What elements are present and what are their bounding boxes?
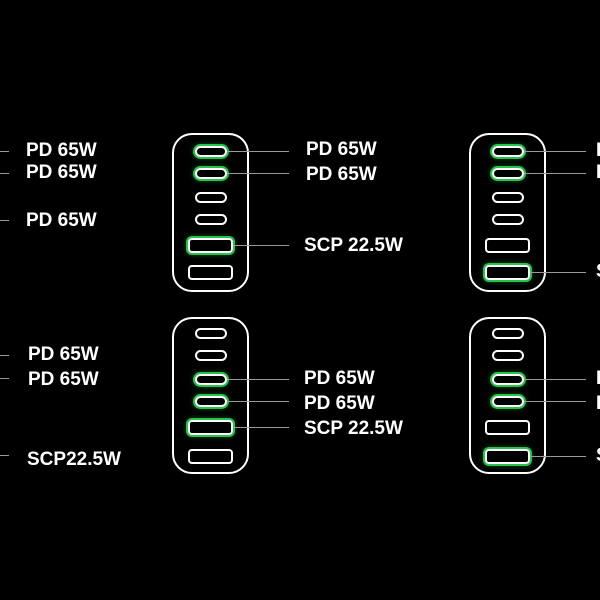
leader-line	[227, 379, 289, 380]
port-label: PD 65W	[304, 368, 375, 389]
usb-c-port-icon	[195, 328, 227, 339]
usb-c-port-icon	[492, 214, 524, 225]
charger-bottom-right	[469, 317, 546, 474]
leader-line	[524, 151, 586, 152]
usb-c-port-icon	[492, 350, 524, 361]
leader-line	[530, 456, 586, 457]
usb-c-port-icon	[492, 146, 524, 157]
usb-c-port-icon	[492, 192, 524, 203]
leader-line	[227, 173, 289, 174]
usb-c-port-icon	[195, 168, 227, 179]
charger-bottom-left	[172, 317, 249, 474]
usb-a-port-icon	[188, 238, 233, 253]
usb-c-port-icon	[195, 192, 227, 203]
usb-c-port-icon	[492, 396, 524, 407]
port-label-cut: S	[596, 445, 600, 467]
usb-c-port-icon	[492, 168, 524, 179]
leader-line	[227, 151, 289, 152]
port-label: SCP22.5W	[27, 449, 121, 470]
leader-line	[0, 355, 9, 356]
port-label: PD 65W	[306, 139, 377, 160]
leader-line	[0, 173, 9, 174]
usb-c-port-icon	[195, 214, 227, 225]
usb-a-port-icon	[485, 265, 530, 280]
port-label: PD 65W	[28, 369, 99, 390]
port-label: PD 65W	[306, 164, 377, 185]
leader-line	[524, 173, 586, 174]
usb-c-port-icon	[195, 396, 227, 407]
leader-line	[0, 455, 9, 456]
port-label-cut: P	[596, 393, 600, 415]
port-label: PD 65W	[304, 393, 375, 414]
port-label-cut: P	[596, 368, 600, 390]
usb-c-port-icon	[195, 146, 227, 157]
port-label-cut: S	[596, 261, 600, 283]
charger-top-right	[469, 133, 546, 292]
port-label: SCP 22.5W	[304, 418, 403, 439]
port-label: PD 65W	[26, 140, 97, 161]
usb-a-port-icon	[485, 420, 530, 435]
leader-line	[227, 401, 289, 402]
usb-a-port-icon	[188, 265, 233, 280]
usb-c-port-icon	[195, 374, 227, 385]
leader-line	[0, 378, 9, 379]
leader-line	[524, 379, 586, 380]
usb-c-port-icon	[195, 350, 227, 361]
usb-a-port-icon	[188, 420, 233, 435]
usb-a-port-icon	[188, 449, 233, 464]
usb-c-port-icon	[492, 374, 524, 385]
leader-line	[0, 151, 9, 152]
port-label: PD 65W	[28, 344, 99, 365]
usb-a-port-icon	[485, 449, 530, 464]
leader-line	[524, 401, 586, 402]
usb-a-port-icon	[485, 238, 530, 253]
leader-line	[0, 220, 9, 221]
port-label-cut: P	[596, 162, 600, 184]
port-label: PD 65W	[26, 162, 97, 183]
port-label: PD 65W	[26, 210, 97, 231]
usb-c-port-icon	[492, 328, 524, 339]
leader-line	[233, 245, 289, 246]
port-label-cut: P	[596, 140, 600, 162]
port-label: SCP 22.5W	[304, 235, 403, 256]
leader-line	[530, 272, 586, 273]
leader-line	[233, 427, 289, 428]
charger-top-left	[172, 133, 249, 292]
